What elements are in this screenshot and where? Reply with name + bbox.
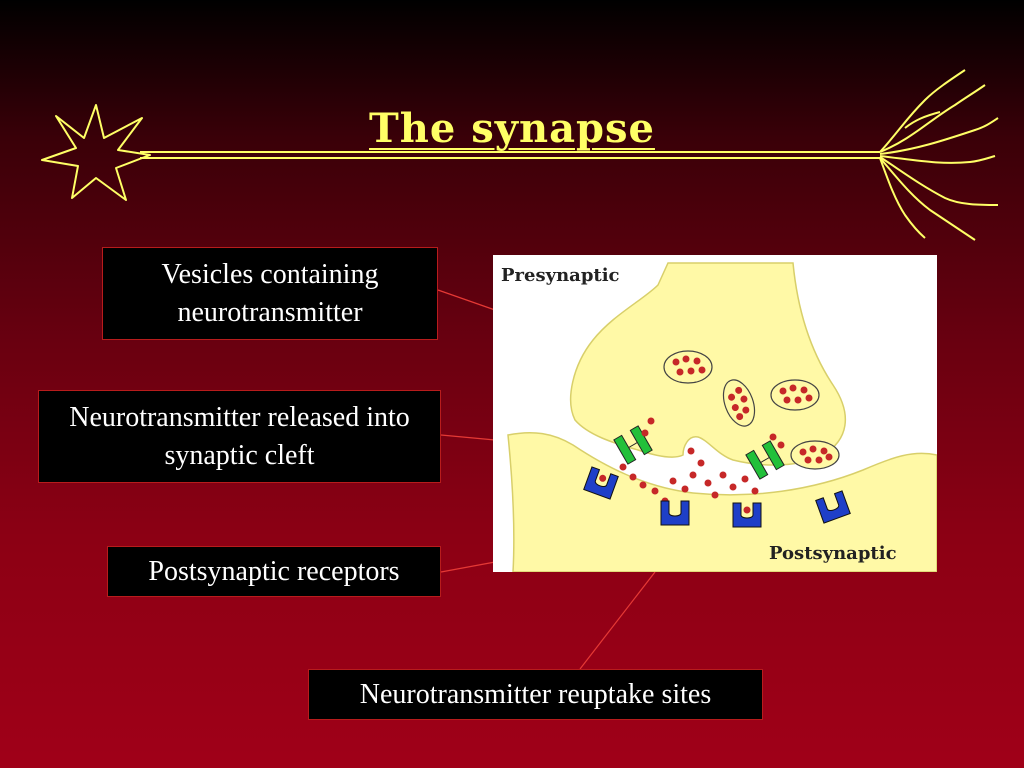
label-released-text: Neurotransmitter released into synaptic … — [69, 401, 410, 471]
synapse-drawing — [507, 262, 938, 573]
label-receptors: Postsynaptic receptors — [107, 546, 441, 597]
reuptake-transporters — [613, 425, 785, 480]
axon-terminal-branches — [879, 69, 999, 241]
postsynaptic-label: Postsynaptic — [769, 543, 897, 564]
slide-title: The synapse — [369, 104, 655, 152]
leader-line-released — [440, 434, 496, 441]
neuron-illustration — [41, 69, 999, 241]
vesicle — [663, 350, 713, 384]
receptor — [815, 490, 851, 524]
label-reuptake: Neurotransmitter reuptake sites — [308, 669, 763, 720]
reuptake-transporter — [613, 425, 653, 465]
label-reuptake-text: Neurotransmitter reuptake sites — [359, 678, 712, 710]
vesicle — [770, 379, 820, 411]
label-released: Neurotransmitter released into synaptic … — [38, 390, 441, 483]
postsynaptic-receptors — [583, 466, 851, 528]
label-vesicles: Vesicles containing neurotransmitter — [102, 247, 438, 340]
neuron-cell-body — [41, 104, 151, 201]
label-vesicles-text: Vesicles containing neurotransmitter — [161, 258, 379, 328]
presynaptic-label: Presynaptic — [501, 265, 620, 286]
postsynaptic-terminal — [507, 431, 938, 573]
leader-line-vesicles — [437, 289, 496, 311]
leader-line-reuptake — [579, 571, 656, 670]
vesicles — [663, 350, 840, 470]
vesicle — [790, 440, 840, 470]
synapse-figure: Presynaptic Postsynaptic — [493, 255, 938, 573]
reuptake-transporter — [745, 440, 785, 480]
receptor — [583, 466, 619, 500]
label-receptors-text: Postsynaptic receptors — [148, 555, 400, 587]
leader-line-receptors — [440, 561, 496, 573]
receptor — [732, 502, 762, 528]
receptor — [660, 500, 690, 526]
vesicle — [722, 379, 756, 427]
